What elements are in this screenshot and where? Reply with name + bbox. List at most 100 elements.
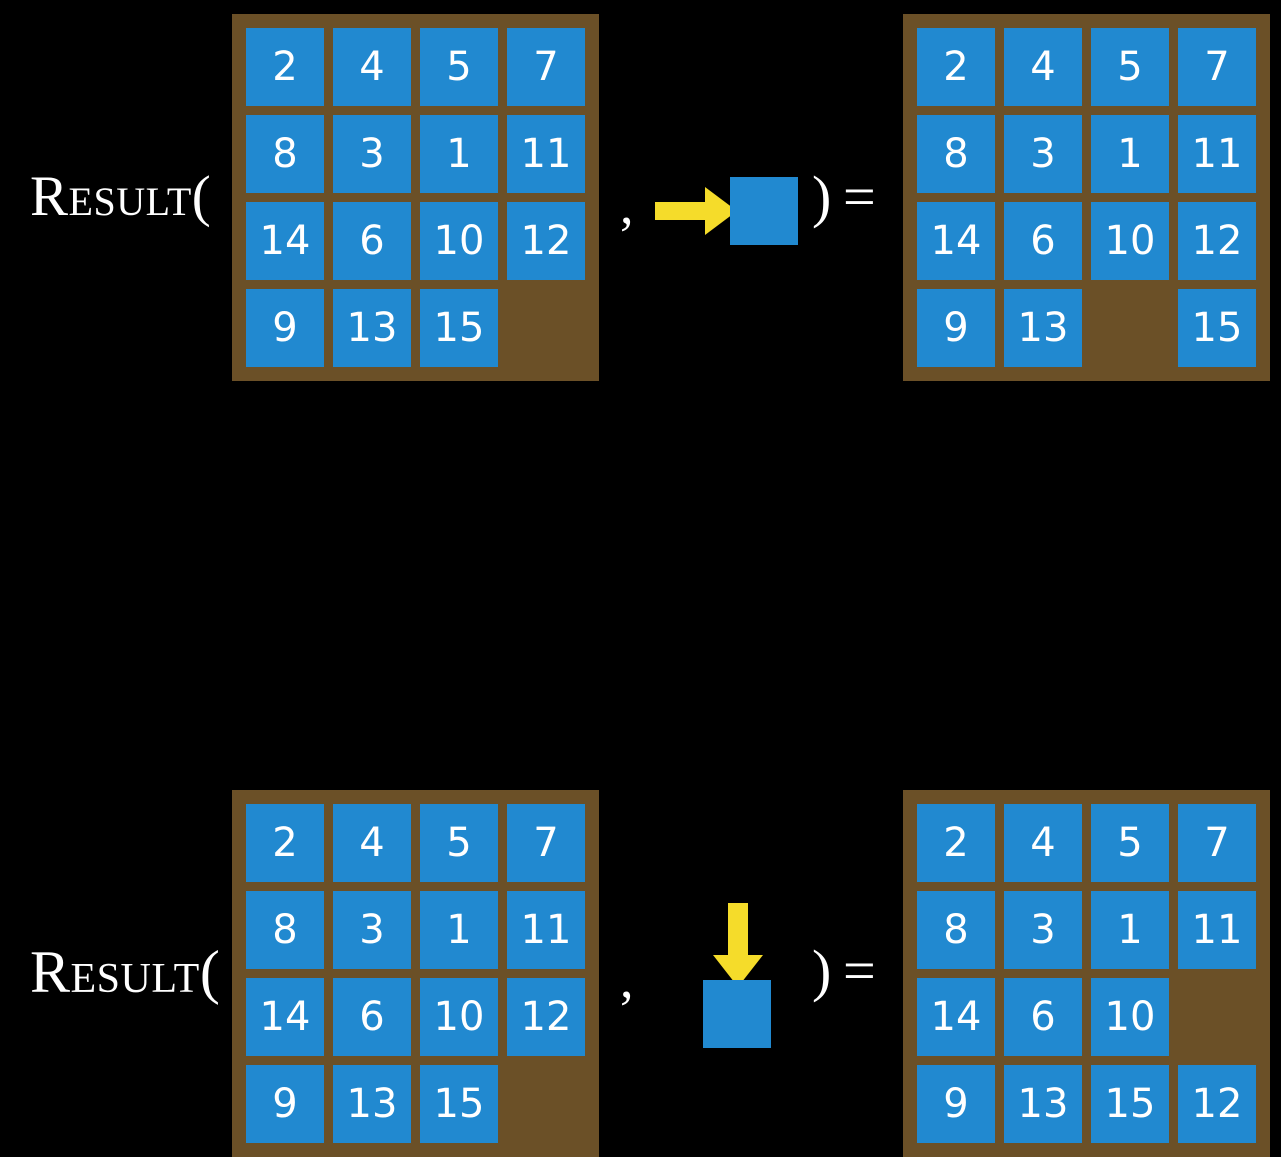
board-cell[interactable]: 14 [246, 978, 324, 1056]
tile[interactable]: 11 [1178, 115, 1256, 193]
board-cell[interactable]: 5 [420, 28, 498, 106]
board-cell[interactable]: 10 [1091, 202, 1169, 280]
board-cell[interactable]: 3 [1004, 115, 1082, 193]
board-cell[interactable]: 9 [246, 289, 324, 367]
board-cell[interactable]: 12 [1178, 202, 1256, 280]
board-cell[interactable]: 7 [507, 804, 585, 882]
board-cell[interactable]: 11 [1178, 891, 1256, 969]
tile[interactable]: 13 [333, 1065, 411, 1143]
tile[interactable]: 8 [246, 115, 324, 193]
tile[interactable]: 8 [246, 891, 324, 969]
board-cell[interactable]: 15 [420, 289, 498, 367]
board-cell[interactable]: 2 [917, 28, 995, 106]
board-cell[interactable]: 15 [420, 1065, 498, 1143]
tile[interactable]: 10 [1091, 202, 1169, 280]
tile[interactable]: 6 [333, 978, 411, 1056]
tile[interactable]: 1 [420, 115, 498, 193]
tile[interactable]: 15 [420, 289, 498, 367]
board-cell[interactable]: 2 [246, 804, 324, 882]
board-cell[interactable]: 8 [917, 115, 995, 193]
board-cell[interactable]: 9 [917, 289, 995, 367]
board-cell[interactable]: 11 [507, 115, 585, 193]
moving-tile-row-1[interactable] [730, 177, 798, 245]
tile[interactable]: 15 [1178, 289, 1256, 367]
tile[interactable]: 13 [1004, 289, 1082, 367]
board-cell[interactable]: 8 [246, 891, 324, 969]
tile[interactable]: 7 [507, 28, 585, 106]
board-cell[interactable]: 3 [333, 115, 411, 193]
tile[interactable]: 2 [246, 804, 324, 882]
board-cell[interactable]: 1 [420, 891, 498, 969]
tile[interactable]: 13 [333, 289, 411, 367]
board-cell[interactable]: 13 [333, 1065, 411, 1143]
board-cell[interactable]: 10 [1091, 978, 1169, 1056]
board-cell[interactable]: 2 [917, 804, 995, 882]
tile[interactable]: 14 [917, 978, 995, 1056]
tile[interactable]: 9 [917, 1065, 995, 1143]
tile[interactable]: 1 [420, 891, 498, 969]
tile[interactable]: 3 [1004, 891, 1082, 969]
board-cell[interactable]: 8 [246, 115, 324, 193]
board-cell[interactable]: 15 [1091, 1065, 1169, 1143]
board-cell[interactable]: 14 [246, 202, 324, 280]
board-cell[interactable]: 7 [1178, 804, 1256, 882]
tile[interactable]: 11 [1178, 891, 1256, 969]
board-cell[interactable]: 12 [1178, 1065, 1256, 1143]
tile[interactable]: 6 [1004, 202, 1082, 280]
tile[interactable]: 8 [917, 115, 995, 193]
tile[interactable]: 9 [246, 289, 324, 367]
board-cell[interactable]: 9 [917, 1065, 995, 1143]
tile[interactable]: 2 [917, 28, 995, 106]
tile[interactable]: 3 [333, 891, 411, 969]
tile[interactable]: 7 [1178, 804, 1256, 882]
tile[interactable]: 4 [333, 804, 411, 882]
board-cell[interactable]: 13 [333, 289, 411, 367]
board-cell[interactable]: 5 [420, 804, 498, 882]
board-cell[interactable]: 1 [420, 115, 498, 193]
board-cell[interactable]: 14 [917, 202, 995, 280]
tile[interactable]: 4 [1004, 804, 1082, 882]
board-cell[interactable]: 12 [507, 202, 585, 280]
tile[interactable]: 14 [917, 202, 995, 280]
tile[interactable]: 14 [246, 978, 324, 1056]
tile[interactable]: 6 [1004, 978, 1082, 1056]
board-cell-empty[interactable] [1091, 289, 1169, 367]
moving-tile-row-2[interactable] [703, 980, 771, 1048]
tile[interactable]: 14 [246, 202, 324, 280]
tile[interactable]: 15 [420, 1065, 498, 1143]
tile[interactable]: 1 [1091, 891, 1169, 969]
tile[interactable]: 13 [1004, 1065, 1082, 1143]
board-cell-empty[interactable] [1178, 978, 1256, 1056]
tile[interactable]: 2 [917, 804, 995, 882]
board-cell[interactable]: 11 [507, 891, 585, 969]
tile[interactable]: 9 [917, 289, 995, 367]
board-cell[interactable]: 13 [1004, 289, 1082, 367]
tile[interactable]: 5 [1091, 804, 1169, 882]
board-cell[interactable]: 6 [1004, 202, 1082, 280]
tile[interactable]: 7 [507, 804, 585, 882]
tile[interactable]: 12 [507, 978, 585, 1056]
tile[interactable]: 12 [1178, 1065, 1256, 1143]
tile[interactable]: 7 [1178, 28, 1256, 106]
tile[interactable]: 3 [333, 115, 411, 193]
tile[interactable]: 8 [917, 891, 995, 969]
board-cell[interactable]: 7 [1178, 28, 1256, 106]
tile[interactable]: 12 [507, 202, 585, 280]
board-cell[interactable]: 4 [1004, 28, 1082, 106]
tile[interactable]: 6 [333, 202, 411, 280]
tile[interactable]: 10 [420, 202, 498, 280]
board-cell[interactable]: 2 [246, 28, 324, 106]
tile[interactable]: 5 [420, 804, 498, 882]
board-cell[interactable]: 4 [333, 804, 411, 882]
tile[interactable]: 5 [420, 28, 498, 106]
tile[interactable]: 2 [246, 28, 324, 106]
tile[interactable]: 15 [1091, 1065, 1169, 1143]
tile[interactable]: 5 [1091, 28, 1169, 106]
tile[interactable]: 12 [1178, 202, 1256, 280]
tile[interactable]: 9 [246, 1065, 324, 1143]
board-cell[interactable]: 10 [420, 978, 498, 1056]
board-cell[interactable]: 1 [1091, 115, 1169, 193]
board-cell[interactable]: 15 [1178, 289, 1256, 367]
board-cell[interactable]: 11 [1178, 115, 1256, 193]
board-cell[interactable]: 7 [507, 28, 585, 106]
